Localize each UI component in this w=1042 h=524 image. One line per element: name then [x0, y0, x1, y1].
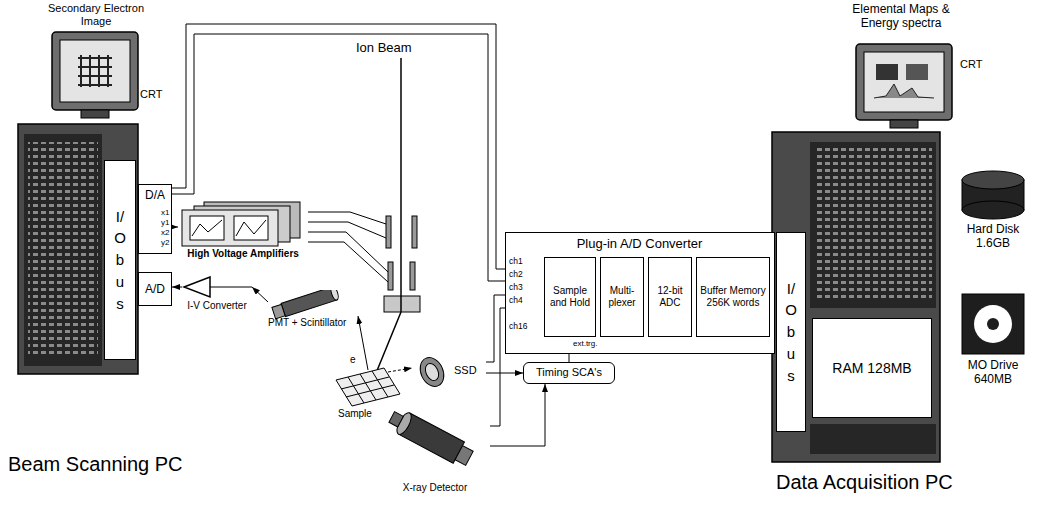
node-label: High Voltage Amplifiers — [178, 248, 308, 260]
node-label: Sample and Hold — [547, 285, 593, 309]
io-bus: I/O bus — [104, 160, 136, 360]
node-sublabel: CRT — [140, 88, 162, 101]
hv-amplifiers: High Voltage Amplifiers — [178, 200, 308, 264]
signal-connector — [172, 227, 178, 228]
node-label: Multi-plexer — [603, 285, 641, 309]
node-label: Buffer Memory 256K words — [699, 285, 767, 309]
node-label: RAM 128MB — [832, 360, 911, 377]
node-label: SSD — [454, 364, 477, 377]
sample-label: Sample — [338, 408, 372, 420]
channel-label: ch4 — [509, 295, 523, 305]
node-label: Elemental Maps & Energy spectra — [846, 2, 956, 31]
node-label: MO Drive 640MB — [948, 358, 1038, 387]
sample-grid — [336, 368, 400, 406]
adc-board: Plug-in A/D ConverterSample and Hold Mult… — [505, 232, 775, 354]
node-sublabel: CRT — [960, 58, 982, 71]
adc-chip: 12-bit ADC — [648, 257, 692, 337]
signal-name: y2 — [161, 238, 169, 248]
signal-connector — [172, 24, 544, 269]
io-bus: I/O bus — [776, 232, 806, 432]
signal-connector — [486, 373, 523, 374]
signal-name: x2 — [161, 228, 169, 238]
signal-name: y1 — [161, 218, 169, 228]
crt-monitor: Secondary Electron ImageCRT — [40, 2, 180, 122]
node-label: Hard Disk 1.6GB — [948, 222, 1038, 251]
buffer-memory: Buffer Memory 256K words — [696, 257, 770, 337]
node-label: 12-bit ADC — [651, 285, 689, 309]
signal-name: x1 — [161, 208, 169, 218]
amplifier-symbol — [182, 276, 252, 318]
node-label: X-ray Detector — [380, 482, 490, 494]
channel-label: ch2 — [509, 269, 523, 279]
beam-label: Ion Beam — [356, 40, 412, 56]
pc-title: Beam Scanning PC — [8, 452, 183, 476]
node-label: Timing SCA's — [536, 366, 602, 379]
scan-pc-tower — [18, 124, 138, 374]
timing-sca: Timing SCA's — [523, 362, 615, 384]
ion-beam — [374, 58, 401, 378]
trigger-label: ext.trg. — [573, 339, 597, 349]
ad-converter: A/D — [138, 272, 172, 306]
signal-connector — [172, 287, 182, 288]
node-label: Plug-in A/D Converter — [506, 236, 773, 252]
iv-converter-art — [182, 276, 252, 318]
sample-hold: Sample and Hold — [544, 257, 596, 337]
pc-title: Data Acquisition PC — [776, 470, 953, 494]
node-label: I-V Converter — [182, 300, 252, 312]
acquisition-pc-tower — [772, 132, 940, 462]
pmt-detector: PMT + Scintillator — [268, 290, 354, 344]
deflector-wires — [308, 212, 388, 282]
node-label: PMT + Scintillator — [268, 317, 352, 329]
node-label: I/O bus — [113, 206, 128, 315]
channel-label: ch3 — [509, 282, 523, 292]
signal-connector — [252, 287, 268, 302]
iv-converter: I-V Converter — [182, 276, 252, 318]
ram-module: RAM 128MB — [812, 318, 932, 418]
crt-monitor: Elemental Maps & Energy spectraCRT — [838, 2, 1028, 130]
node-label: Secondary Electron Image — [40, 2, 152, 28]
signal-connector — [490, 384, 545, 446]
multiplexer: Multi-plexer — [600, 257, 644, 337]
node-label: I/O bus — [784, 278, 799, 387]
node-label: D/A — [145, 188, 165, 202]
da-to-ch2-line — [172, 34, 543, 281]
deflector-plates — [384, 216, 420, 312]
emission-arrows — [358, 316, 412, 372]
node-label: A/D — [145, 282, 165, 296]
xray-detector: X-ray Detector — [380, 404, 490, 500]
hard-disk: Hard Disk 1.6GB — [948, 168, 1038, 260]
electron-label: e — [350, 354, 356, 366]
ssd-detector: SSD — [414, 354, 486, 390]
mo-drive: MO Drive 640MB — [948, 292, 1038, 402]
channel-label: ch1 — [509, 256, 523, 266]
channel-label: ch16 — [509, 321, 527, 331]
